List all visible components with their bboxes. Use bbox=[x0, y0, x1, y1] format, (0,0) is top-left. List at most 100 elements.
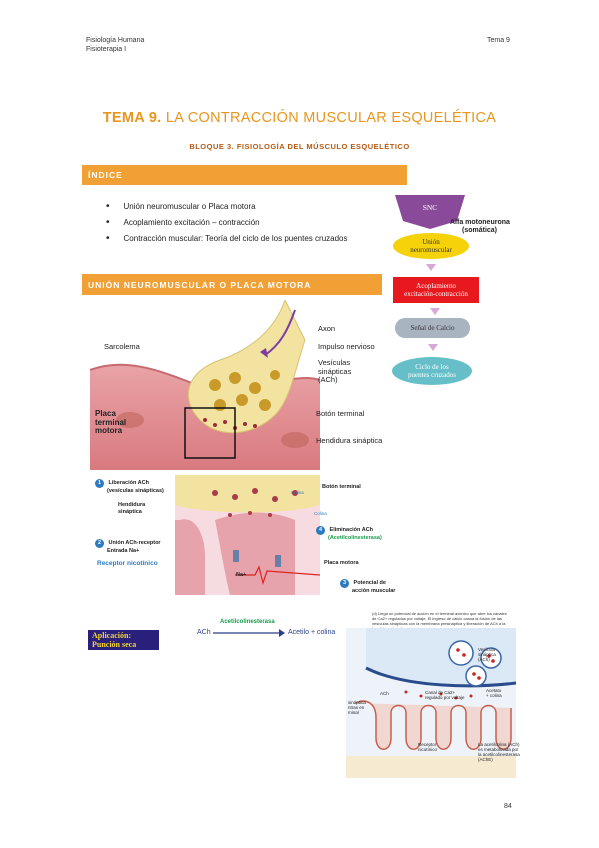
vesicula-line2: sináptica bbox=[478, 652, 496, 657]
step1-line2: (vesículas sinápticas) bbox=[107, 488, 164, 494]
step4-label: 4 Eliminación ACh (Acetilcolinesterasa) bbox=[316, 526, 382, 542]
label-na: Na+ bbox=[236, 572, 247, 578]
acetato-line1: Acetato bbox=[486, 688, 502, 693]
label-acetato: Acetato + colina bbox=[486, 688, 502, 698]
union-line1: Unión bbox=[422, 238, 440, 246]
label-axon: Axon bbox=[318, 324, 336, 333]
flow-arrow-icon bbox=[426, 264, 436, 271]
acop-line1: Acoplamiento bbox=[416, 282, 456, 290]
label-ach: ACh bbox=[380, 691, 389, 696]
label-impulso: Impulso nervioso bbox=[318, 342, 375, 351]
label-hendidura: Hendidura sináptica bbox=[316, 436, 383, 445]
sinaptica-line3: minal bbox=[348, 710, 359, 715]
step4-line1: Eliminación ACh bbox=[329, 527, 374, 533]
acetilcolina-line1: La acetilcolina (ACh) bbox=[478, 742, 520, 747]
step3-badge: 3 bbox=[340, 579, 349, 588]
index-list: Unión neuromuscular o Placa motora Acopl… bbox=[106, 198, 348, 246]
acop-line2: excitación-contracción bbox=[404, 290, 468, 298]
vesicula-line3: (ACh) bbox=[478, 657, 490, 662]
header-right: Tema 9 bbox=[487, 37, 510, 44]
step3-line2: acción muscular bbox=[352, 588, 396, 594]
vesicula-line1: Vesícula bbox=[478, 647, 496, 652]
step2-label: 2 Unión ACh-receptor Entrada Na+ bbox=[95, 539, 161, 555]
vesiculas-line3: (ACh) bbox=[318, 375, 338, 384]
page-subtitle: BLOQUE 3. FISIOLOGÍA DEL MÚSCULO ESQUELÉ… bbox=[189, 142, 410, 151]
flow-alfa-label: Alfa motoneurona (somática) bbox=[450, 219, 510, 235]
label-sarcolema: Sarcolema bbox=[104, 342, 140, 351]
label-placa-motora: Placa motora bbox=[324, 560, 359, 566]
synapse-detail-illustration bbox=[175, 475, 320, 595]
label-vesiculas: Vesículas sinápticas (ACh) bbox=[318, 358, 351, 385]
section-heading-bar: UNIÓN NEUROMUSCULAR O PLACA MOTORA bbox=[82, 274, 382, 295]
label-colina-1: Colina bbox=[291, 490, 304, 495]
label-canal: Canal de Ca2+ regulado por voltaje bbox=[425, 690, 465, 700]
index-item: Unión neuromuscular o Placa motora bbox=[106, 198, 347, 214]
label-hendidura-2: Hendidura sináptica bbox=[118, 502, 145, 515]
step4-badge: 4 bbox=[316, 526, 325, 535]
label-vesicula: Vesícula sináptica (ACh) bbox=[478, 647, 496, 662]
step2-badge: 2 bbox=[95, 539, 104, 548]
label-receptor: Receptor nicotínico bbox=[97, 560, 158, 567]
hend-line2: sináptica bbox=[118, 508, 142, 515]
aplicacion-line1: Aplicación: bbox=[92, 631, 132, 640]
index-heading-bar: ÍNDICE bbox=[82, 165, 407, 185]
reaction-arrow-icon bbox=[213, 629, 285, 637]
step2-line2: Entrada Na+ bbox=[107, 548, 140, 554]
label-boton: Botón terminal bbox=[316, 409, 365, 418]
flow-arrow-icon bbox=[430, 308, 440, 315]
step3-line1: Potencial de bbox=[353, 580, 386, 586]
union-line2: neuromuscular bbox=[410, 246, 452, 254]
flow-senal: Señal de Calcio bbox=[395, 318, 470, 338]
label-acetilcolina: La acetilcolina (ACh) es metabolizada po… bbox=[478, 742, 520, 762]
label-colina-2: Colina bbox=[314, 511, 327, 516]
page-title: TEMA 9. LA CONTRACCIÓN MUSCULAR ESQUELÉT… bbox=[0, 110, 599, 126]
step1-badge: 1 bbox=[95, 479, 104, 488]
label-receptor-2: Receptor nicotínico bbox=[418, 742, 437, 752]
reaction-enzyme: Acetilcolinesterasa bbox=[220, 619, 275, 625]
reaction-left: ACh bbox=[197, 629, 211, 636]
index-item: Acoplamiento excitación – contracción bbox=[106, 214, 347, 230]
label-boton-2: Botón terminal bbox=[322, 484, 361, 490]
alfa-line2: (somática) bbox=[462, 227, 498, 234]
header-course: Fisiología Humana bbox=[86, 37, 145, 44]
step4-line2: (Acetilcolinesterasa) bbox=[328, 535, 382, 541]
step1-line1: Liberación ACh bbox=[108, 480, 149, 486]
header-degree: Fisioterapia I bbox=[86, 46, 127, 53]
receptor-line1: Receptor bbox=[418, 742, 437, 747]
index-heading: ÍNDICE bbox=[88, 170, 123, 180]
index-item: Contracción muscular: Teoría del ciclo d… bbox=[106, 230, 348, 246]
page-number: 84 bbox=[504, 803, 512, 810]
snc-shape bbox=[395, 195, 465, 229]
placa-line3: motora bbox=[95, 426, 123, 435]
acetilcolina-line2: es metabolizada por bbox=[478, 747, 519, 752]
aplicacion-box: Aplicación: Punción seca bbox=[88, 630, 159, 650]
flow-arrow-icon bbox=[428, 344, 438, 351]
step3-label: 3 Potencial de acción muscular bbox=[340, 579, 395, 595]
nmj-overview-illustration bbox=[90, 300, 320, 470]
title-prefix: TEMA 9. bbox=[102, 110, 162, 126]
hend-line1: Hendidura bbox=[118, 502, 146, 508]
release-detail-illustration bbox=[346, 628, 516, 778]
step1-label: 1 Liberación ACh (vesículas sinápticas) bbox=[95, 479, 164, 495]
reaction-right: Acetilo + colina bbox=[288, 629, 336, 636]
ciclo-line2: puentes cruzados bbox=[407, 371, 456, 379]
label-sinaptica: sináptica ntras en minal bbox=[348, 700, 366, 715]
sinaptica-line1: sináptica bbox=[348, 700, 366, 705]
step2-line1: Unión ACh-receptor bbox=[108, 540, 161, 546]
receptor-line2: nicotínico bbox=[418, 747, 438, 752]
header-left: Fisiología Humana Fisioterapia I bbox=[86, 36, 144, 54]
acetato-line2: + colina bbox=[486, 693, 502, 698]
alfa-line1: Alfa motoneurona bbox=[450, 219, 510, 226]
acetilcolina-line4: (AChE) bbox=[478, 757, 493, 762]
acetilcolina-line3: la acetilcolinesterasa bbox=[478, 752, 520, 757]
vesiculas-line1: Vesículas bbox=[318, 358, 351, 367]
aplicacion-line2: Punción seca bbox=[92, 640, 137, 649]
section-heading: UNIÓN NEUROMUSCULAR O PLACA MOTORA bbox=[88, 279, 312, 290]
label-placa-terminal: Placa terminal motora bbox=[95, 409, 127, 436]
ciclo-line1: Ciclo de los bbox=[415, 363, 449, 371]
placa-line2: terminal bbox=[95, 417, 127, 427]
placa-line1: Placa bbox=[95, 409, 116, 418]
canal-line1: Canal de Ca2+ bbox=[425, 690, 456, 695]
